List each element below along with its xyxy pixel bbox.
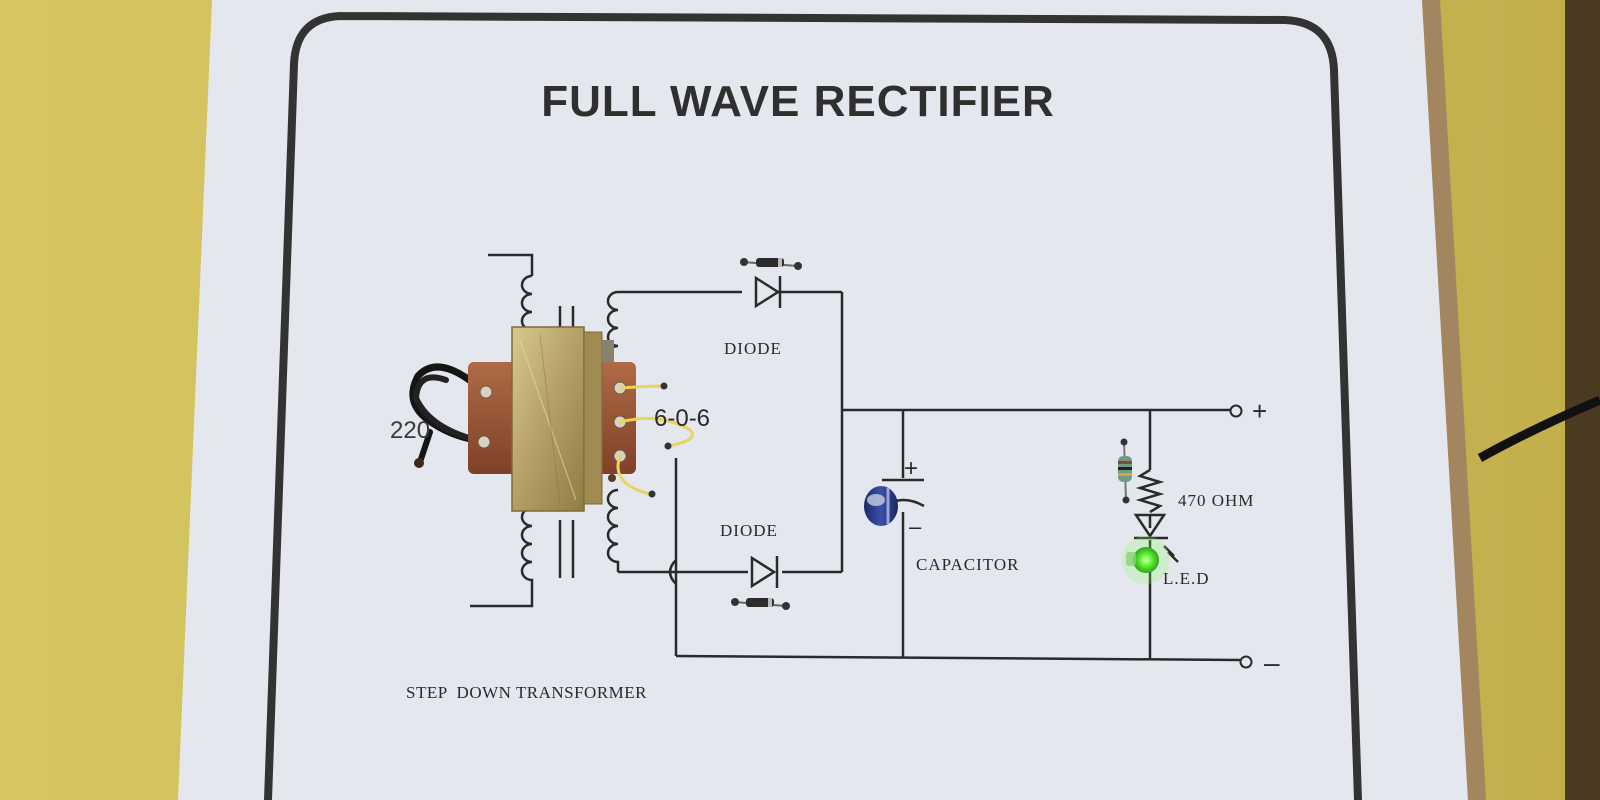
capacitor-label: CAPACITOR [916, 555, 1019, 574]
diode-top-symbol [754, 275, 782, 309]
terminal-negative-label: – [1264, 647, 1280, 678]
capacitor-negative-mark: – [909, 514, 922, 539]
diode-bottom-symbol [750, 555, 779, 589]
resistor-label: 470 OHM [1178, 491, 1254, 510]
primary-coil-symbol [470, 253, 534, 608]
capacitor-component [864, 486, 898, 526]
black-cable [1477, 395, 1600, 462]
terminal-positive-label: + [1252, 396, 1267, 426]
diode-bottom-component [731, 598, 790, 610]
diode-bottom-label: DIODE [720, 521, 778, 540]
capacitor-positive-mark: + [904, 455, 918, 482]
board-border-frame [264, 12, 1362, 800]
board-edge-shadow [1422, 0, 1486, 800]
diode-top-component [740, 258, 802, 270]
diode-top-label: DIODE [724, 339, 782, 358]
board-panel [178, 0, 1468, 800]
resistor-symbol [1135, 468, 1165, 514]
led-component [1122, 536, 1170, 584]
transformer-core-lines [558, 306, 575, 578]
input-voltage-label: 220 [390, 417, 430, 444]
schematic-wires [618, 290, 1241, 662]
transformer-label: STEP DOWN TRANSFORMER [406, 683, 647, 702]
secondary-tap-label: 6-0-6 [654, 405, 710, 432]
transformer-component [409, 326, 694, 512]
terminal-positive-circle[interactable] [1229, 404, 1243, 418]
board-title: FULL WAVE RECTIFIER [541, 77, 1055, 126]
terminal-negative-circle[interactable] [1239, 655, 1253, 669]
led-label: L.E.D [1163, 569, 1210, 588]
led-symbol [1133, 513, 1179, 563]
resistor-component [1118, 438, 1132, 504]
